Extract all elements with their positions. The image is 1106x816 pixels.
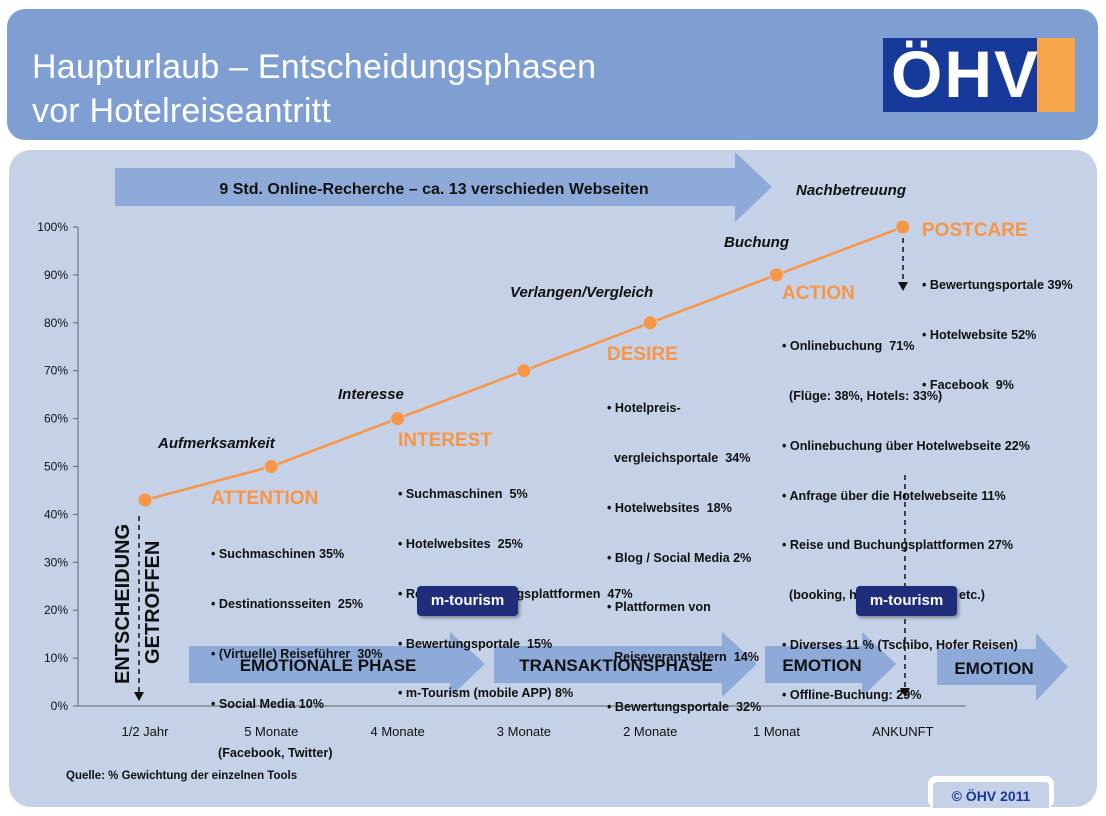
stage-interesse: Interesse bbox=[338, 386, 404, 403]
list-item: • Plattformen von bbox=[607, 600, 711, 615]
data-point bbox=[516, 363, 532, 379]
decision-arrowhead bbox=[134, 692, 144, 701]
list-item: • Hotelpreis- bbox=[607, 401, 681, 416]
transaction-phase-label: TRANSAKTIONSPHASE bbox=[519, 656, 713, 675]
y-tick-label: 70% bbox=[44, 364, 68, 378]
postcare-arrowhead bbox=[898, 282, 908, 291]
mtourism-badge-2: m-tourism bbox=[856, 586, 957, 616]
phase-list-desire: • Hotelpreis- vergleichsportale 34% • Ho… bbox=[607, 367, 761, 732]
y-tick-label: 50% bbox=[44, 460, 68, 474]
source-note: Quelle: % Gewichtung der einzelnen Tools bbox=[66, 770, 298, 782]
stage-verlangen: Verlangen/Vergleich bbox=[510, 284, 654, 301]
phase-list-attention: • Suchmaschinen 35% • Destinationsseiten… bbox=[211, 513, 382, 779]
list-item: • Bewertungsportale 39% bbox=[922, 278, 1073, 293]
stage-buchung: Buchung bbox=[724, 234, 789, 251]
data-point bbox=[137, 492, 153, 508]
list-item: • Bewertungsportale 32% bbox=[607, 699, 762, 714]
phase-list-action: • Onlinebuchung 71% (Flüge: 38%, Hotels:… bbox=[782, 305, 1030, 720]
y-tick-label: 40% bbox=[44, 507, 68, 521]
data-point bbox=[642, 315, 658, 331]
emotion-arrow-1 bbox=[765, 632, 896, 697]
list-item: • Hotelwebsites 25% bbox=[398, 536, 523, 551]
oehv-logo-accent bbox=[1037, 38, 1075, 112]
stage-aufmerksamkeit: Aufmerksamkeit bbox=[158, 435, 275, 452]
list-item: • Diverses 11 % (Tschibo, Hofer Reisen) bbox=[782, 637, 1018, 652]
research-arrow bbox=[115, 152, 772, 222]
emotion-arrow-2 bbox=[937, 633, 1068, 701]
phase-title-desire: DESIRE bbox=[607, 344, 678, 365]
list-item: • Blog / Social Media 2% bbox=[607, 550, 752, 565]
list-item: • Hotelwebsite 52% bbox=[922, 327, 1037, 342]
page-title-line-2: vor Hotelreiseantritt bbox=[32, 92, 331, 130]
phase-title-postcare: POSTCARE bbox=[922, 220, 1028, 241]
list-item: • (Virtuelle) Reiseführer 30% bbox=[211, 646, 383, 661]
x-tick-label: 3 Monate bbox=[497, 724, 551, 739]
emotion-label-1: EMOTION bbox=[782, 656, 861, 675]
y-tick-label: 10% bbox=[44, 651, 68, 665]
list-item: (Flüge: 38%, Hotels: 33%) bbox=[782, 388, 943, 403]
list-item: • Reise und Buchungsplattformen 27% bbox=[782, 538, 1014, 553]
data-point bbox=[263, 459, 279, 474]
y-tick-label: 100% bbox=[37, 220, 68, 234]
list-item: • m-Tourism (mobile APP) 8% bbox=[398, 686, 574, 701]
phase-title-attention: ATTENTION bbox=[211, 488, 319, 509]
emotion-label-2: EMOTION bbox=[954, 659, 1033, 678]
phase-title-interest: INTEREST bbox=[398, 430, 492, 451]
x-tick-label: 1 Monat bbox=[753, 724, 800, 739]
list-item: • Anfrage über die Hotelwebseite 11% bbox=[782, 488, 1006, 503]
list-item: vergleichsportale 34% bbox=[607, 450, 751, 465]
data-point bbox=[895, 219, 911, 235]
vertical-label-entscheidung: ENTSCHEIDUNG bbox=[112, 523, 134, 684]
emotional-phase-label: EMOTIONALE PHASE bbox=[240, 656, 417, 675]
emotional-phase-arrow bbox=[189, 632, 485, 697]
y-tick-label: 20% bbox=[44, 603, 68, 617]
stage-nachbetreuung: Nachbetreuung bbox=[796, 182, 907, 199]
mtourism-badge-1: m-tourism bbox=[417, 586, 518, 616]
list-item: • Suchmaschinen 5% bbox=[398, 487, 528, 502]
list-item: • Facebook 9% bbox=[922, 377, 1014, 392]
list-item: (Facebook, Twitter) bbox=[211, 746, 333, 761]
list-item: • Suchmaschinen 35% bbox=[211, 547, 345, 562]
list-item: • Hotelwebsites 18% bbox=[607, 500, 732, 515]
y-tick-label: 60% bbox=[44, 412, 68, 426]
transaction-phase-arrow bbox=[494, 632, 757, 697]
list-item: • Onlinebuchung 71% bbox=[782, 339, 915, 354]
y-tick-label: 30% bbox=[44, 555, 68, 569]
page-title-line-1: Haupturlaub – Entscheidungsphasen bbox=[32, 48, 597, 86]
x-tick-label: ANKUNFT bbox=[872, 724, 933, 739]
phase-title-action: ACTION bbox=[782, 283, 855, 304]
x-tick-label: 1/2 Jahr bbox=[122, 724, 170, 739]
y-tick-label: 80% bbox=[44, 316, 68, 330]
list-item: • Social Media 10% bbox=[211, 696, 324, 711]
list-item: • Offline-Buchung: 29% bbox=[782, 687, 922, 702]
arrival-arrowhead bbox=[900, 688, 910, 697]
x-tick-label: 4 Monate bbox=[370, 724, 424, 739]
x-tick-label: 2 Monate bbox=[623, 724, 677, 739]
phase-list-postcare: • Bewertungsportale 39% • Hotelwebsite 5… bbox=[922, 244, 1073, 410]
y-tick-label: 0% bbox=[51, 699, 69, 713]
list-item: • Onlinebuchung über Hotelwebseite 22% bbox=[782, 438, 1030, 453]
data-point bbox=[769, 267, 784, 283]
research-arrow-label: 9 Std. Online-Recherche – ca. 13 verschi… bbox=[219, 181, 648, 198]
x-tick-label: 5 Monate bbox=[244, 724, 298, 739]
list-item: Reiseveranstaltern 14% bbox=[607, 650, 759, 665]
list-item: • Destinationsseiten 25% bbox=[211, 596, 364, 611]
copyright-text: © ÖHV 2011 bbox=[933, 782, 1049, 808]
content-panel bbox=[9, 150, 1097, 807]
oehv-logo-text: ÖHV bbox=[891, 37, 1041, 111]
copyright-box: © ÖHV 2011 bbox=[928, 776, 1054, 808]
data-point bbox=[390, 411, 406, 427]
list-item: • Bewertungsportale 15% bbox=[398, 636, 553, 651]
y-tick-label: 90% bbox=[44, 268, 68, 282]
vertical-label-getroffen: GETROFFEN bbox=[142, 540, 164, 664]
